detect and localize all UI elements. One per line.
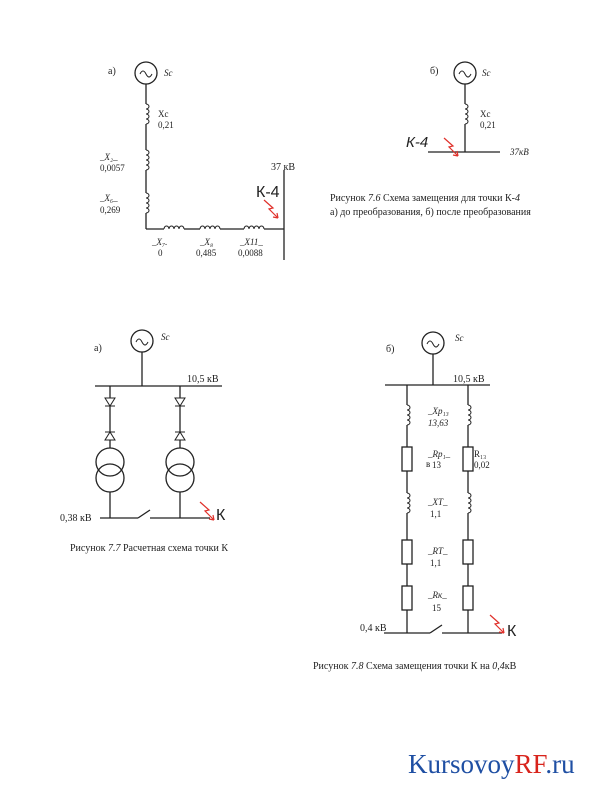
fig77-bus-voltage: 10,5 кВ (187, 374, 219, 385)
fig78-r13-val: 0,02 (474, 460, 490, 470)
reactance-xc-icon (464, 103, 469, 125)
fig76a-xc: Xc (158, 109, 169, 119)
resistor-icon (401, 585, 413, 611)
fig78-xp: _Xр₁₃ (427, 406, 449, 416)
fig78-rp: _Rр₁_ (427, 449, 451, 459)
reactance-x11-icon (243, 225, 265, 230)
reactor-icon (406, 404, 411, 426)
fig78-label: б) (386, 344, 394, 355)
switch-icon (174, 431, 186, 441)
fig76a-sc: Sc (164, 68, 173, 78)
transformer-reactance-icon (467, 492, 472, 514)
switch-icon (104, 397, 116, 407)
fig76b-label: б) (430, 66, 438, 77)
resistor-icon (462, 446, 474, 472)
fig76b-voltage: 37кВ (509, 147, 529, 157)
transformer-icon (95, 447, 125, 477)
reactance-x6-icon (145, 192, 150, 214)
fig76a-x6: _X₆_ (99, 193, 118, 203)
fig78-xt: _XT_ (427, 497, 448, 507)
fig77-low-voltage: 0,38 кВ (60, 513, 92, 524)
fig76a-x8: _X₈ (199, 237, 213, 247)
fig76a-x8-val: 0,485 (196, 248, 217, 258)
fig77-diagram: а) Sc 10,5 кВ 0,38 кВ К (60, 329, 226, 524)
reactance-x8-icon (199, 225, 221, 230)
fig76a-x7-val: 0 (158, 248, 163, 258)
reactance-xc-icon (145, 103, 150, 125)
switch-icon (174, 397, 186, 407)
generator-icon (453, 61, 477, 85)
fig76a-label: а) (108, 66, 116, 77)
fig78-sc: Sc (455, 333, 464, 343)
fig78-rt: _RT_ (427, 546, 448, 556)
fig78-rp-val: 13 (432, 460, 442, 470)
fig78-rt-val: 1,1 (430, 558, 441, 568)
section-switch-icon (137, 509, 151, 519)
fig76a-diagram: а) Sc Xc 0,21 _X₂_ 0,0057 _X₆_ 0,269 _X₇… (99, 61, 295, 260)
fig76a-voltage: 37 кВ (271, 162, 295, 173)
fig78-rp-sub: в (426, 459, 430, 469)
fig78-low-voltage: 0,4 кВ (360, 623, 387, 634)
fig76b-diagram: б) Sc Xc 0,21 К-4 37кВ (406, 61, 529, 157)
fig76b-xc-val: 0,21 (480, 120, 496, 130)
fig76b-xc: Xc (480, 109, 491, 119)
switch-icon (104, 431, 116, 441)
resistor-icon (462, 585, 474, 611)
reactance-x7-icon (163, 225, 185, 230)
fig78-diagram: б) Sc 10,5 кВ _Xр₁₃ 13,63 _Rр₁_ в (360, 331, 517, 640)
transformer-icon (165, 463, 195, 493)
fig76a-x7: _X₇. (151, 237, 167, 247)
fault-arrow-icon (199, 501, 215, 521)
fig78-rk-val: 15 (432, 603, 442, 613)
fig76a-xc-val: 0,21 (158, 120, 174, 130)
reactor-icon (467, 404, 472, 426)
fig76b-point: К-4 (406, 134, 428, 151)
fig78-bus-voltage: 10,5 кВ (453, 374, 485, 385)
caption-fig77: Рисунок 7.7 Расчетная схема точки К (70, 543, 228, 554)
fault-arrow-icon (489, 614, 505, 634)
transformer-reactance-icon (406, 492, 411, 514)
fig78-r13: R₁₃ (474, 449, 486, 459)
resistor-icon (401, 446, 413, 472)
svg-text:Рисунок 7.6 Схема замещения дл: Рисунок 7.6 Схема замещения для точки К-… (330, 193, 520, 204)
fig77-sc: Sc (161, 332, 170, 342)
fig76a-x2: _X₂_ (99, 152, 118, 162)
fig77-point: К (216, 507, 226, 524)
caption-fig78: Рисунок 7.8 Схема замещения точки К на 0… (313, 661, 517, 672)
generator-icon (421, 331, 445, 355)
fig76b-sc: Sc (482, 68, 491, 78)
fig78-point: К (507, 623, 517, 640)
caption-fig76: Рисунок 7.6 Схема замещения для точки К-… (330, 193, 531, 218)
transformer-icon (165, 447, 195, 477)
resistor-icon (462, 539, 474, 565)
fault-arrow-icon (263, 199, 279, 219)
generator-icon (130, 329, 154, 353)
fault-arrow-icon (443, 137, 459, 157)
reactance-x2-icon (145, 149, 150, 171)
fig76a-x2-val: 0,0057 (100, 163, 125, 173)
fig76a-point: К-4 (256, 184, 280, 201)
watermark-logo: KursovoyRF.ru (408, 749, 575, 779)
resistor-icon (401, 539, 413, 565)
fig76a-x11: _X11_ (239, 237, 263, 247)
section-switch-icon (429, 624, 443, 634)
fig78-rk: _Rк_ (427, 590, 447, 600)
caption76-line2: а) до преобразования, б) после преобразо… (330, 207, 531, 218)
transformer-icon (95, 463, 125, 493)
fig78-xp-val: 13,63 (428, 418, 449, 428)
fig77-label: а) (94, 343, 102, 354)
fig76a-x6-val: 0,269 (100, 205, 121, 215)
generator-icon (134, 61, 158, 85)
fig78-xt-val: 1,1 (430, 509, 441, 519)
fig76a-x11-val: 0,0088 (238, 248, 263, 258)
